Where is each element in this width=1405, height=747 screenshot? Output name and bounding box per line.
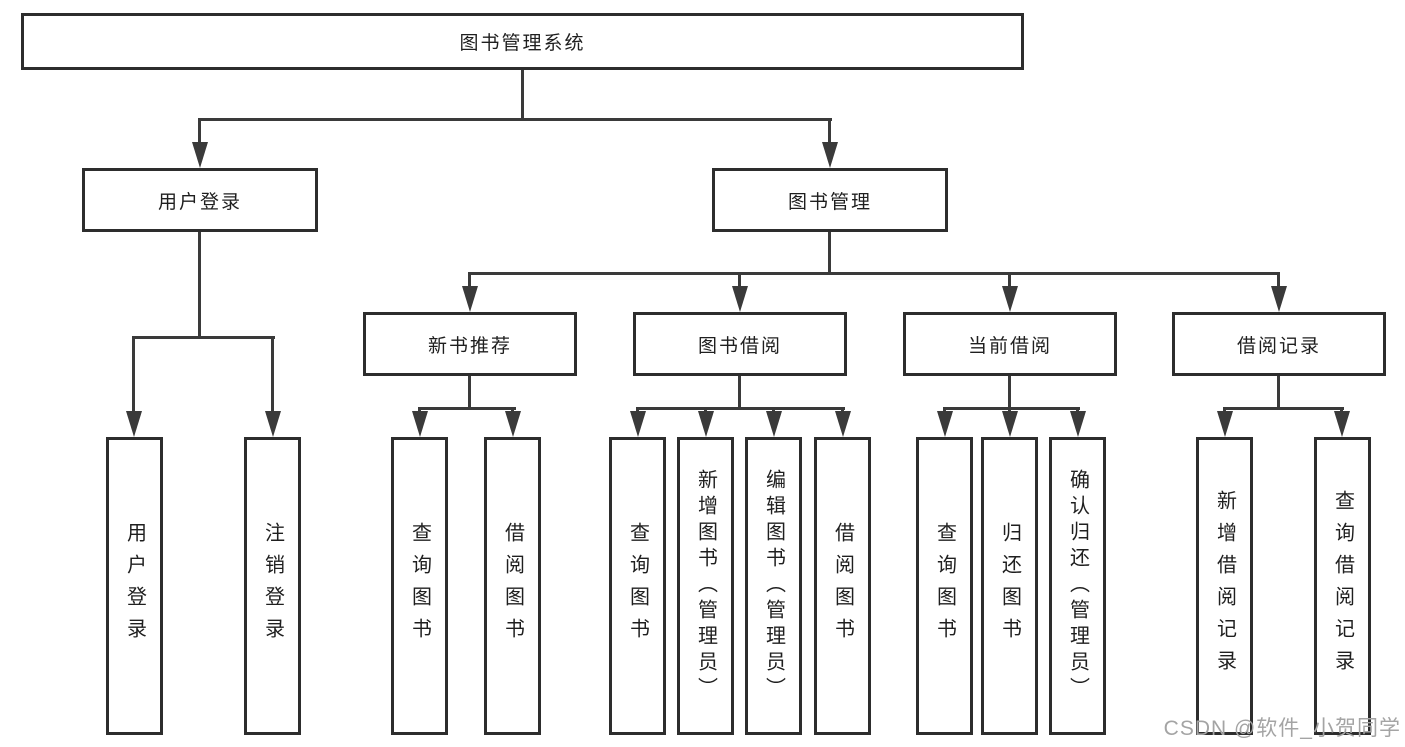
leaf-confirm-return-admin: 确认归还（管理员） xyxy=(1049,437,1106,735)
node-library-system-label: 图书管理系统 xyxy=(459,33,586,54)
connector-line xyxy=(943,407,1080,410)
arrow-down-icon xyxy=(630,411,646,437)
connector-line xyxy=(1008,272,1011,292)
leaf-query-books-borrowing: 查询图书 xyxy=(609,437,666,735)
connector-line xyxy=(1277,376,1280,410)
arrow-down-icon xyxy=(937,411,953,437)
leaf-logout-label: 注销登录 xyxy=(261,522,284,650)
leaf-query-books-current-label: 查询图书 xyxy=(933,522,956,650)
arrow-down-icon xyxy=(126,411,142,437)
leaf-query-books-current: 查询图书 xyxy=(916,437,973,735)
leaf-add-books-admin-label: 新增图书（管理员） xyxy=(694,469,717,703)
connector-line xyxy=(828,232,831,275)
arrow-down-icon xyxy=(505,411,521,437)
connector-line xyxy=(636,407,845,410)
node-user-login: 用户登录 xyxy=(82,168,318,232)
node-current-borrowing: 当前借阅 xyxy=(903,312,1117,376)
node-book-management: 图书管理 xyxy=(712,168,948,232)
arrow-down-icon xyxy=(1070,411,1086,437)
leaf-borrow-books-recommend-label: 借阅图书 xyxy=(501,522,524,650)
connector-line xyxy=(468,376,471,410)
node-new-book-recommend: 新书推荐 xyxy=(363,312,577,376)
arrow-down-icon xyxy=(265,411,281,437)
connector-line xyxy=(132,336,135,418)
connector-line xyxy=(521,69,524,120)
arrow-down-icon xyxy=(192,142,208,168)
connector-line xyxy=(198,118,201,148)
node-library-system: 图书管理系统 xyxy=(21,13,1024,70)
arrow-down-icon xyxy=(698,411,714,437)
arrow-down-icon xyxy=(462,286,478,312)
connector-line xyxy=(271,336,274,418)
arrow-down-icon xyxy=(766,411,782,437)
leaf-user-login: 用户登录 xyxy=(106,437,163,735)
node-book-borrowing-label: 图书借阅 xyxy=(697,335,782,357)
leaf-query-books-recommend-label: 查询图书 xyxy=(408,522,431,650)
arrow-down-icon xyxy=(822,142,838,168)
connector-line xyxy=(198,232,201,339)
csdn-watermark: CSDN @软件_小贺同学 xyxy=(1163,717,1401,740)
arrow-down-icon xyxy=(1271,286,1287,312)
leaf-borrow-books: 借阅图书 xyxy=(814,437,871,735)
connector-line xyxy=(1008,376,1011,410)
arrow-down-icon xyxy=(835,411,851,437)
leaf-user-login-label: 用户登录 xyxy=(123,522,146,650)
leaf-query-books-recommend: 查询图书 xyxy=(391,437,448,735)
connector-line xyxy=(468,272,471,292)
arrow-down-icon xyxy=(1002,286,1018,312)
node-book-management-label: 图书管理 xyxy=(787,191,872,213)
arrow-down-icon xyxy=(732,286,748,312)
node-user-login-label: 用户登录 xyxy=(157,191,242,213)
arrow-down-icon xyxy=(1334,411,1350,437)
leaf-confirm-return-admin-label: 确认归还（管理员） xyxy=(1066,469,1089,703)
leaf-add-books-admin: 新增图书（管理员） xyxy=(677,437,734,735)
leaf-query-borrow-record: 查询借阅记录 xyxy=(1314,437,1371,735)
connector-line xyxy=(418,407,516,410)
leaf-edit-books-admin-label: 编辑图书（管理员） xyxy=(762,469,785,703)
node-book-borrowing: 图书借阅 xyxy=(633,312,847,376)
leaf-edit-books-admin: 编辑图书（管理员） xyxy=(745,437,802,735)
arrow-down-icon xyxy=(1217,411,1233,437)
leaf-borrow-books-recommend: 借阅图书 xyxy=(484,437,541,735)
leaf-return-books-label: 归还图书 xyxy=(998,522,1021,650)
leaf-add-borrow-record-label: 新增借阅记录 xyxy=(1213,490,1236,682)
connector-line xyxy=(468,272,1280,275)
node-borrow-records-label: 借阅记录 xyxy=(1236,335,1321,357)
connector-line xyxy=(828,118,831,148)
leaf-add-borrow-record: 新增借阅记录 xyxy=(1196,437,1253,735)
leaf-query-borrow-record-label: 查询借阅记录 xyxy=(1331,490,1354,682)
connector-line xyxy=(132,336,275,339)
arrow-down-icon xyxy=(1002,411,1018,437)
node-borrow-records: 借阅记录 xyxy=(1172,312,1386,376)
node-current-borrowing-label: 当前借阅 xyxy=(967,335,1052,357)
leaf-return-books: 归还图书 xyxy=(981,437,1038,735)
leaf-logout: 注销登录 xyxy=(244,437,301,735)
leaf-borrow-books-label: 借阅图书 xyxy=(831,522,854,650)
arrow-down-icon xyxy=(412,411,428,437)
connector-line xyxy=(1277,272,1280,292)
connector-line xyxy=(198,118,832,121)
leaf-query-books-borrowing-label: 查询图书 xyxy=(626,522,649,650)
connector-line xyxy=(738,376,741,410)
connector-line xyxy=(1223,407,1344,410)
connector-line xyxy=(738,272,741,292)
node-new-book-recommend-label: 新书推荐 xyxy=(427,335,512,357)
